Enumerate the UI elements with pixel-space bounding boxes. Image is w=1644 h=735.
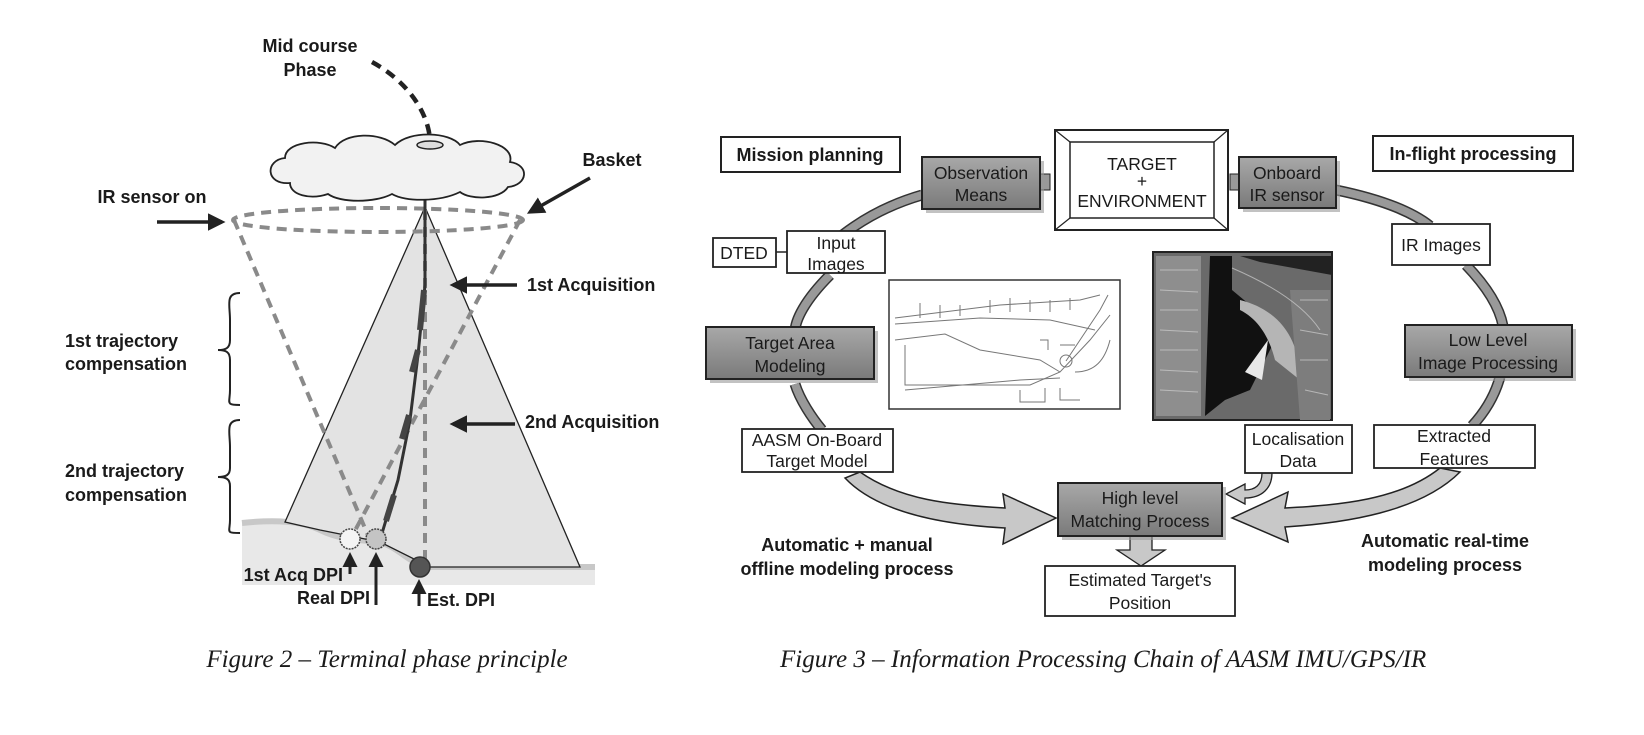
mission-planning-label-box: Mission planning xyxy=(720,136,901,173)
mid-course-label-2: Phase xyxy=(283,60,336,80)
figure-3-caption: Figure 3 – Information Processing Chain … xyxy=(779,646,1426,673)
mid-course-label-1: Mid course xyxy=(262,36,357,56)
extracted-label-2: Features xyxy=(1419,449,1488,469)
input-images-label-1: Input xyxy=(817,233,856,253)
first-trajectory-label-1: 1st trajectory xyxy=(65,331,178,351)
second-acquisition-label: 2nd Acquisition xyxy=(525,412,659,432)
low-level-label-2: Image Processing xyxy=(1418,353,1558,373)
first-acq-dpi-label: 1st Acq DPI xyxy=(244,565,343,585)
basket-label: Basket xyxy=(582,150,641,170)
high-level-matching-box: High level Matching Process xyxy=(1057,482,1226,540)
est-dpi-label: Est. DPI xyxy=(427,590,495,610)
localisation-label-2: Data xyxy=(1280,451,1317,471)
target-label-1: TARGET xyxy=(1107,154,1177,174)
extracted-label-1: Extracted xyxy=(1417,426,1491,446)
target-label-2: + xyxy=(1137,171,1147,191)
figure-3-processing-chain: Mission planning In-flight processing TA… xyxy=(705,129,1576,673)
figure-2-caption: Figure 2 – Terminal phase principle xyxy=(205,646,567,673)
offline-process-label-1: Automatic + manual xyxy=(761,535,933,555)
second-trajectory-brace xyxy=(217,419,241,534)
aasm-target-model-box: AASM On-Board Target Model xyxy=(741,428,894,473)
est-dpi-marker xyxy=(409,556,431,578)
onboard-label-2: IR sensor xyxy=(1250,185,1325,205)
onboard-ir-sensor-box: Onboard IR sensor xyxy=(1238,156,1340,212)
localisation-flow-arrow xyxy=(1224,472,1273,506)
inflight-processing-label: In-flight processing xyxy=(1389,144,1556,164)
left-flow-arrow xyxy=(843,471,1058,546)
second-trajectory-label-1: 2nd trajectory xyxy=(65,461,184,481)
mission-planning-label: Mission planning xyxy=(737,145,884,165)
basket-arrow xyxy=(526,176,591,214)
low-level-processing-box: Low Level Image Processing xyxy=(1404,324,1576,381)
localisation-label-1: Localisation xyxy=(1252,429,1344,449)
low-level-label-1: Low Level xyxy=(1449,330,1528,350)
trajectory-segment xyxy=(417,289,427,331)
figure-2-terminal-phase: Mid course Phase Basket IR sensor on 1st… xyxy=(65,36,659,673)
trajectory-segment xyxy=(383,494,397,522)
target-area-modeling-box: Target Area Modeling xyxy=(705,326,878,383)
real-dpi-label: Real DPI xyxy=(297,588,370,608)
basket-cone-right xyxy=(348,219,522,541)
second-trajectory-label-2: compensation xyxy=(65,485,187,505)
observation-means-box: Observation Means xyxy=(921,156,1044,213)
offline-process-label-2: offline modeling process xyxy=(740,559,953,579)
dted-label: DTED xyxy=(720,243,768,263)
trajectory-segment xyxy=(409,349,421,373)
estimated-label-2: Position xyxy=(1109,593,1171,613)
target-environment-box: TARGET + ENVIRONMENT xyxy=(1054,129,1229,231)
estimated-position-box: Estimated Target's Position xyxy=(1044,565,1236,617)
dted-box: DTED xyxy=(712,237,777,268)
mid-course-path xyxy=(370,60,433,141)
basket-ellipse xyxy=(231,206,525,234)
ir-sensor-on-label: IR sensor on xyxy=(97,187,206,207)
target-model-map-drawing xyxy=(888,279,1121,410)
missile-top-view-icon xyxy=(416,140,444,150)
high-level-label-1: High level xyxy=(1102,488,1179,508)
basket-cone-left xyxy=(232,219,372,541)
target-label-3: ENVIRONMENT xyxy=(1077,191,1207,211)
observation-label-1: Observation xyxy=(934,163,1028,183)
aasm-label-2: Target Model xyxy=(766,451,867,471)
inflight-processing-label-box: In-flight processing xyxy=(1372,135,1574,172)
aasm-label-1: AASM On-Board xyxy=(752,430,882,450)
localisation-data-box: Localisation Data xyxy=(1244,424,1353,474)
ir-images-label: IR Images xyxy=(1401,235,1481,255)
cloud-shape xyxy=(269,133,525,202)
real-dpi-marker xyxy=(365,528,387,550)
trajectory-segment xyxy=(399,414,412,440)
first-trajectory-label-2: compensation xyxy=(65,354,187,374)
output-down-arrow xyxy=(1114,535,1168,567)
estimated-label-1: Estimated Target's xyxy=(1068,570,1211,590)
first-trajectory-brace xyxy=(217,292,241,406)
observation-label-2: Means xyxy=(955,185,1008,205)
high-level-label-2: Matching Process xyxy=(1070,511,1209,531)
first-acquisition-label: 1st Acquisition xyxy=(527,275,655,295)
onboard-connector xyxy=(1229,173,1240,191)
realtime-process-label-1: Automatic real-time xyxy=(1361,531,1529,551)
input-images-box: Input Images xyxy=(786,230,886,274)
extracted-features-box: Extracted Features xyxy=(1373,424,1536,469)
right-flow-arrow xyxy=(1230,467,1462,544)
input-images-label-2: Images xyxy=(807,254,865,274)
target-area-label-2: Modeling xyxy=(754,356,825,376)
first-acq-dpi-marker xyxy=(339,528,361,550)
ir-aerial-image xyxy=(1152,251,1333,421)
target-area-label-1: Target Area xyxy=(745,333,835,353)
missile-trajectory xyxy=(378,200,427,541)
realtime-process-label-2: modeling process xyxy=(1368,555,1522,575)
ir-images-box: IR Images xyxy=(1391,223,1491,266)
onboard-label-1: Onboard xyxy=(1253,163,1321,183)
